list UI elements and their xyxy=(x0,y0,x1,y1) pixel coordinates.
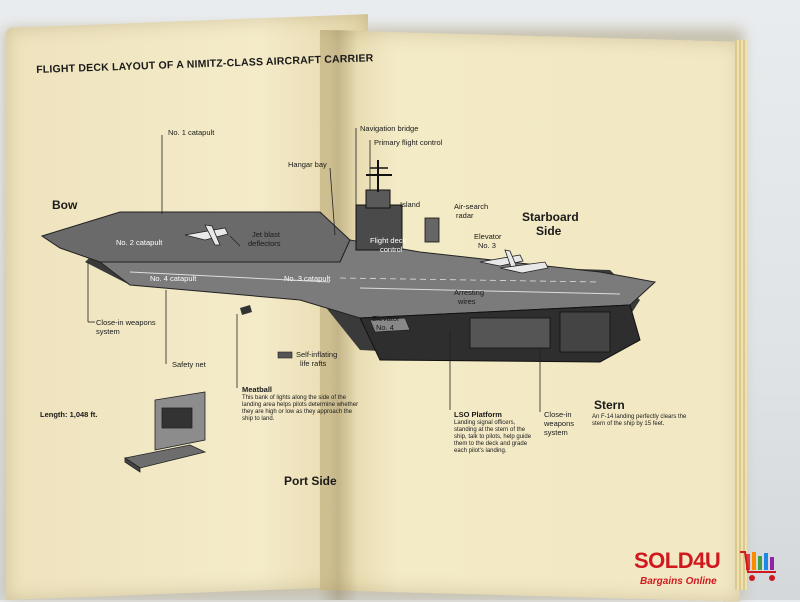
label-close-in-left-1: Close-in weapons xyxy=(96,318,156,327)
meatball-inset xyxy=(123,391,207,473)
label-elevator-3-1: Elevator xyxy=(474,232,502,241)
label-elevator-4-1: Elevator xyxy=(372,314,400,323)
logo-tagline: Bargains Online xyxy=(640,576,717,587)
label-starboard-2: Side xyxy=(536,224,562,238)
label-lso-platform: LSO Platform xyxy=(454,410,502,419)
label-close-in-right-2: weapons xyxy=(544,419,575,428)
label-stern: Stern xyxy=(594,398,625,412)
shopping-cart-icon xyxy=(740,551,776,581)
label-starboard-1: Starboard xyxy=(522,210,579,224)
label-navigation-bridge: Navigation bridge xyxy=(360,124,419,133)
label-arresting-2: wires xyxy=(458,297,476,306)
sold4u-logo: SOLD4U Bargains Online xyxy=(634,548,794,594)
life-rafts xyxy=(277,351,293,359)
label-arresting-1: Arresting xyxy=(454,288,485,297)
flight-deck-angled xyxy=(98,239,657,319)
label-flight-deck-control-1: Flight deck xyxy=(370,236,407,245)
label-primary-flight-control: Primary flight control xyxy=(374,138,443,147)
label-air-search-2: radar xyxy=(456,211,474,220)
label-length: Length: 1,048 ft. xyxy=(40,410,98,419)
label-bow: Bow xyxy=(52,198,78,212)
label-flight-deck-control-2: control xyxy=(380,245,403,254)
label-self-inflating-2: life rafts xyxy=(300,359,327,368)
label-catapult-3: No. 3 catapult xyxy=(284,274,331,283)
logo-brand: SOLD4U xyxy=(634,548,721,573)
label-hangar-bay: Hangar bay xyxy=(288,160,327,169)
label-jet-blast: Jet blast xyxy=(252,230,280,239)
meatball-lights xyxy=(240,305,252,315)
stern-description: An F-14 landing perfectly clears the ste… xyxy=(592,414,687,427)
meatball-description: This bank of lights along the side of th… xyxy=(242,395,359,422)
label-close-in-right-3: system xyxy=(544,428,568,437)
label-meatball: Meatball xyxy=(242,385,273,394)
label-catapult-4: No. 4 catapult xyxy=(150,274,197,283)
label-close-in-left-2: system xyxy=(96,327,120,336)
label-island: Island xyxy=(400,200,421,209)
label-safety-net: Safety net xyxy=(172,360,206,369)
label-elevator-3-2: No. 3 xyxy=(478,241,496,250)
label-self-inflating-1: Self-inflating xyxy=(296,350,338,359)
label-deflectors: deflectors xyxy=(248,239,281,248)
elevator-4 xyxy=(369,317,411,333)
lso-description: Landing signal officers, standing at the… xyxy=(454,420,532,454)
label-close-in-right-1: Close-in xyxy=(544,410,572,419)
label-catapult-1: No. 1 catapult xyxy=(168,128,215,137)
carrier-island xyxy=(355,204,403,251)
aircraft-group xyxy=(184,224,549,274)
label-catapult-2: No. 2 catapult xyxy=(116,238,163,247)
label-air-search-1: Air-search xyxy=(454,202,489,211)
label-port-side: Port Side xyxy=(284,474,337,488)
label-elevator-4-2: No. 4 xyxy=(376,323,394,332)
